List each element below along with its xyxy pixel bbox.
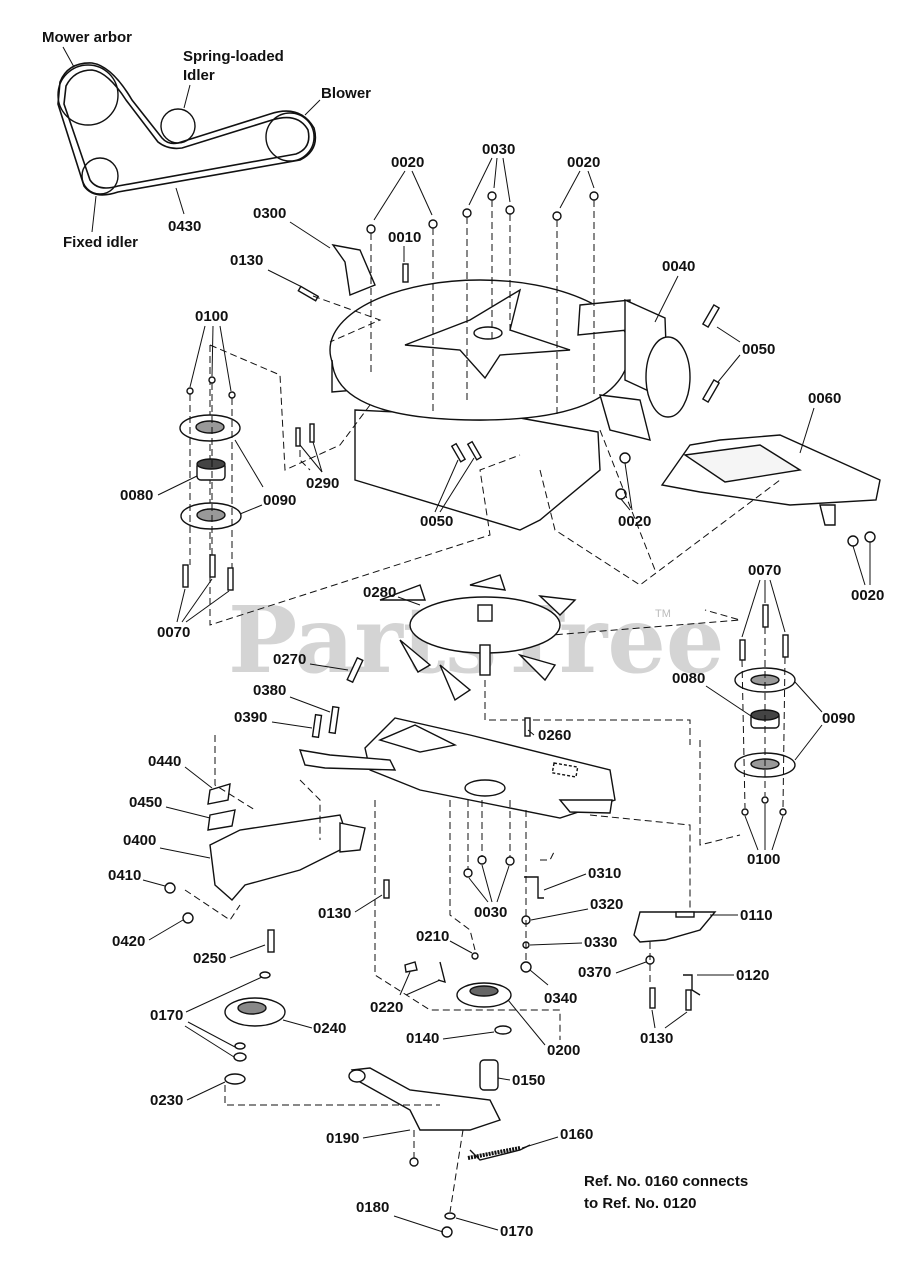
label-belt-0430: 0430 xyxy=(168,218,201,235)
callout: 0020 xyxy=(618,513,651,530)
callout: 0020 xyxy=(851,587,884,604)
callout: 0420 xyxy=(112,933,145,950)
lower-plate xyxy=(364,717,616,819)
fixed-idler-pulley xyxy=(81,157,119,195)
callout-labels: 0020 0030 0020 0010 0300 0130 0040 0050 … xyxy=(108,141,884,1240)
callout: 0190 xyxy=(326,1130,359,1147)
idler-bracket xyxy=(164,705,397,924)
callout: 0450 xyxy=(129,794,162,811)
bracket-0110 xyxy=(589,814,717,1011)
callout: 0170 xyxy=(500,1223,533,1240)
callout: 0240 xyxy=(313,1020,346,1037)
callout: 0390 xyxy=(234,709,267,726)
callout: 0200 xyxy=(547,1042,580,1059)
blower-housing xyxy=(329,279,691,531)
callout: 0070 xyxy=(157,624,190,641)
callout: 0110 xyxy=(740,907,773,924)
callout: 0080 xyxy=(672,670,705,687)
label-fixed-idler: Fixed idler xyxy=(63,234,138,251)
callout: 0030 xyxy=(474,904,507,921)
note-line-2: to Ref. No. 0120 xyxy=(584,1195,697,1212)
callout: 0330 xyxy=(584,934,617,951)
callout: 0160 xyxy=(560,1126,593,1143)
callout: 0150 xyxy=(512,1072,545,1089)
lower-assembly-lines xyxy=(299,779,561,1040)
label-idler: Idler xyxy=(183,67,215,84)
spring-idler-pulley xyxy=(160,108,196,144)
left-bearing-stack xyxy=(179,376,242,591)
drive-belt xyxy=(57,62,317,196)
callout: 0310 xyxy=(588,865,621,882)
callout: 0230 xyxy=(150,1092,183,1109)
mower-arbor-pulley xyxy=(57,64,119,126)
callout: 0410 xyxy=(108,867,141,884)
impeller xyxy=(379,574,577,702)
label-blower: Blower xyxy=(321,85,371,102)
callout: 0130 xyxy=(230,252,263,269)
callout: 0180 xyxy=(356,1199,389,1216)
callout: 0270 xyxy=(273,651,306,668)
callout: 0130 xyxy=(318,905,351,922)
idler-pulley-assembly xyxy=(224,929,286,1085)
callout: 0050 xyxy=(742,341,775,358)
note-line-1: Ref. No. 0160 connects xyxy=(584,1173,748,1190)
callout: 0290 xyxy=(306,475,339,492)
callout: 0100 xyxy=(747,851,780,868)
callout: 0220 xyxy=(370,999,403,1016)
callout: 0060 xyxy=(808,390,841,407)
bolt-0270 xyxy=(346,656,364,684)
callout: 0020 xyxy=(391,154,424,171)
callout: 0280 xyxy=(363,584,396,601)
callout: 0140 xyxy=(406,1030,439,1047)
callout: 0080 xyxy=(120,487,153,504)
belt-routing-inset: Mower arbor Spring-loaded Idler Blower F… xyxy=(42,29,371,251)
right-bearing-stack xyxy=(734,604,796,816)
callout: 0130 xyxy=(640,1030,673,1047)
callout: 0040 xyxy=(662,258,695,275)
discharge-chute xyxy=(660,434,881,526)
callout: 0400 xyxy=(123,832,156,849)
callout: 0090 xyxy=(822,710,855,727)
callout: 0020 xyxy=(567,154,600,171)
callout: 0090 xyxy=(263,492,296,509)
reference-note: Ref. No. 0160 connects to Ref. No. 0120 xyxy=(584,1173,748,1212)
callout: 0210 xyxy=(416,928,449,945)
callout: 0070 xyxy=(748,562,781,579)
label-mower-arbor: Mower arbor xyxy=(42,29,132,46)
callout: 0380 xyxy=(253,682,286,699)
center-hardware xyxy=(383,717,544,973)
callout: 0030 xyxy=(482,141,515,158)
idler-arm xyxy=(224,1059,531,1238)
label-spring-loaded: Spring-loaded xyxy=(183,48,284,65)
watermark-tm: TM xyxy=(655,608,671,620)
callout: 0440 xyxy=(148,753,181,770)
callout: 0050 xyxy=(420,513,453,530)
callout: 0320 xyxy=(590,896,623,913)
callout: 0010 xyxy=(388,229,421,246)
callout: 0170 xyxy=(150,1007,183,1024)
drive-pulley xyxy=(404,952,512,1035)
callout: 0250 xyxy=(193,950,226,967)
callout: 0260 xyxy=(538,727,571,744)
callout: 0340 xyxy=(544,990,577,1007)
callout: 0300 xyxy=(253,205,286,222)
callout: 0370 xyxy=(578,964,611,981)
assembly-lines xyxy=(209,200,781,846)
callout: 0100 xyxy=(195,308,228,325)
callout: 0120 xyxy=(736,967,769,984)
